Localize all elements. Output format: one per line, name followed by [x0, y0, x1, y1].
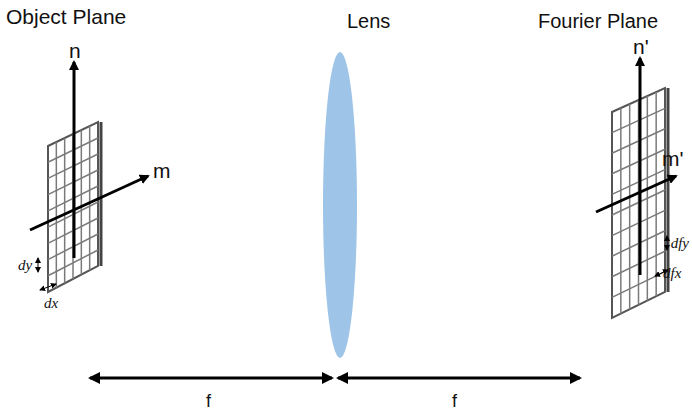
plane-title: Fourier Plane	[538, 11, 658, 31]
dy-marker	[38, 258, 39, 272]
axis-label: n'	[633, 36, 649, 57]
n-axis	[73, 62, 76, 258]
axis-label: m	[153, 160, 171, 181]
grid-line	[81, 130, 83, 275]
dfy-marker	[667, 236, 668, 250]
m-axis	[30, 176, 148, 230]
plane-title: Object Plane	[6, 6, 126, 27]
focal-length-label: f	[452, 392, 457, 410]
plane-edge	[667, 88, 670, 292]
m-prime-axis	[596, 176, 676, 212]
grid-line	[89, 126, 91, 270]
dimension-label: dx	[44, 296, 58, 311]
dimension-label: dy	[18, 258, 32, 273]
focal-length-label: f	[206, 392, 211, 410]
axis-label: n	[69, 40, 81, 61]
dimension-label: dfx	[663, 266, 681, 281]
lens-title: Lens	[347, 11, 390, 31]
dx-marker	[40, 284, 56, 290]
n-prime-axis	[639, 58, 642, 275]
axis-label: m'	[662, 148, 684, 169]
focal-length-arrow	[338, 377, 580, 380]
lens	[323, 52, 357, 358]
dimension-label: dfy	[671, 236, 689, 251]
focal-length-arrow	[90, 377, 332, 380]
grid-line	[56, 142, 58, 288]
grid-line	[64, 138, 66, 283]
plane-edge	[100, 122, 103, 266]
